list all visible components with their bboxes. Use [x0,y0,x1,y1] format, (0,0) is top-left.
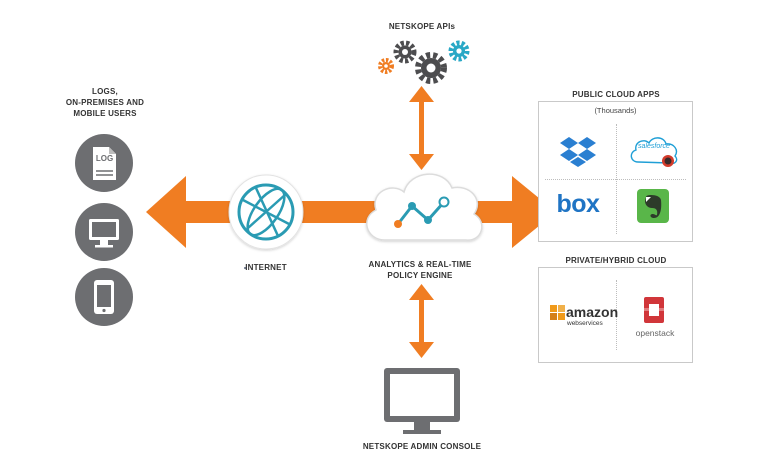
arrow-to-admin [409,284,434,358]
engine-label-line-2: POLICY ENGINE [387,271,453,280]
admin-console-label: NETSKOPE ADMIN CONSOLE [362,442,482,451]
amazon-subtext: webservices [567,320,603,327]
internet-label: INTERNET [245,263,287,272]
gears-icon [378,40,470,84]
salesforce-logo: salesforce [628,132,680,168]
logs-icon [75,134,133,192]
salesforce-text: salesforce [638,143,670,150]
salesforce-cloud-icon [630,137,678,167]
admin-console-monitor-icon [384,368,460,434]
dropbox-icon [560,137,596,167]
arrow-to-apis [409,86,434,170]
users-label-line-1: LOGS, [92,87,118,96]
mobile-user-icon [75,268,133,326]
desktop-user-icon [75,203,133,261]
public-cloud-title: PUBLIC CLOUD APPS [572,90,660,99]
engine-label-line-1: ANALYTICS & REAL-TIME [368,260,472,269]
openstack-icon [644,297,664,323]
aws-cubes-icon [550,305,565,320]
evernote-icon [637,189,669,223]
apis-label: NETSKOPE APIs [388,22,456,31]
public-grid-hline [545,179,686,180]
box-logo: box [556,190,600,218]
public-cloud-box: (Thousands) salesforce box [538,101,693,242]
private-grid-vline [616,280,617,350]
users-label: LOGS, ON-PREMISES AND MOBILE USERS [40,86,170,119]
arrow-right-to-cloud [470,176,556,248]
engine-label: ANALYTICS & REAL-TIME POLICY ENGINE [360,259,480,281]
internet-globe-icon [228,174,304,250]
private-cloud-title: PRIVATE/HYBRID CLOUD [565,256,667,265]
private-cloud-box: amazon webservices openstack [538,267,693,363]
users-label-line-3: MOBILE USERS [73,109,137,118]
users-label-line-2: ON-PREMISES AND [65,98,145,107]
policy-engine-cloud-icon [366,173,483,241]
amazon-text: amazon [566,304,619,320]
marker-dot [244,267,246,269]
public-cloud-subtitle: (Thousands) [594,106,637,115]
openstack-text: openstack [635,328,675,338]
log-icon-text: LOG [95,154,114,163]
